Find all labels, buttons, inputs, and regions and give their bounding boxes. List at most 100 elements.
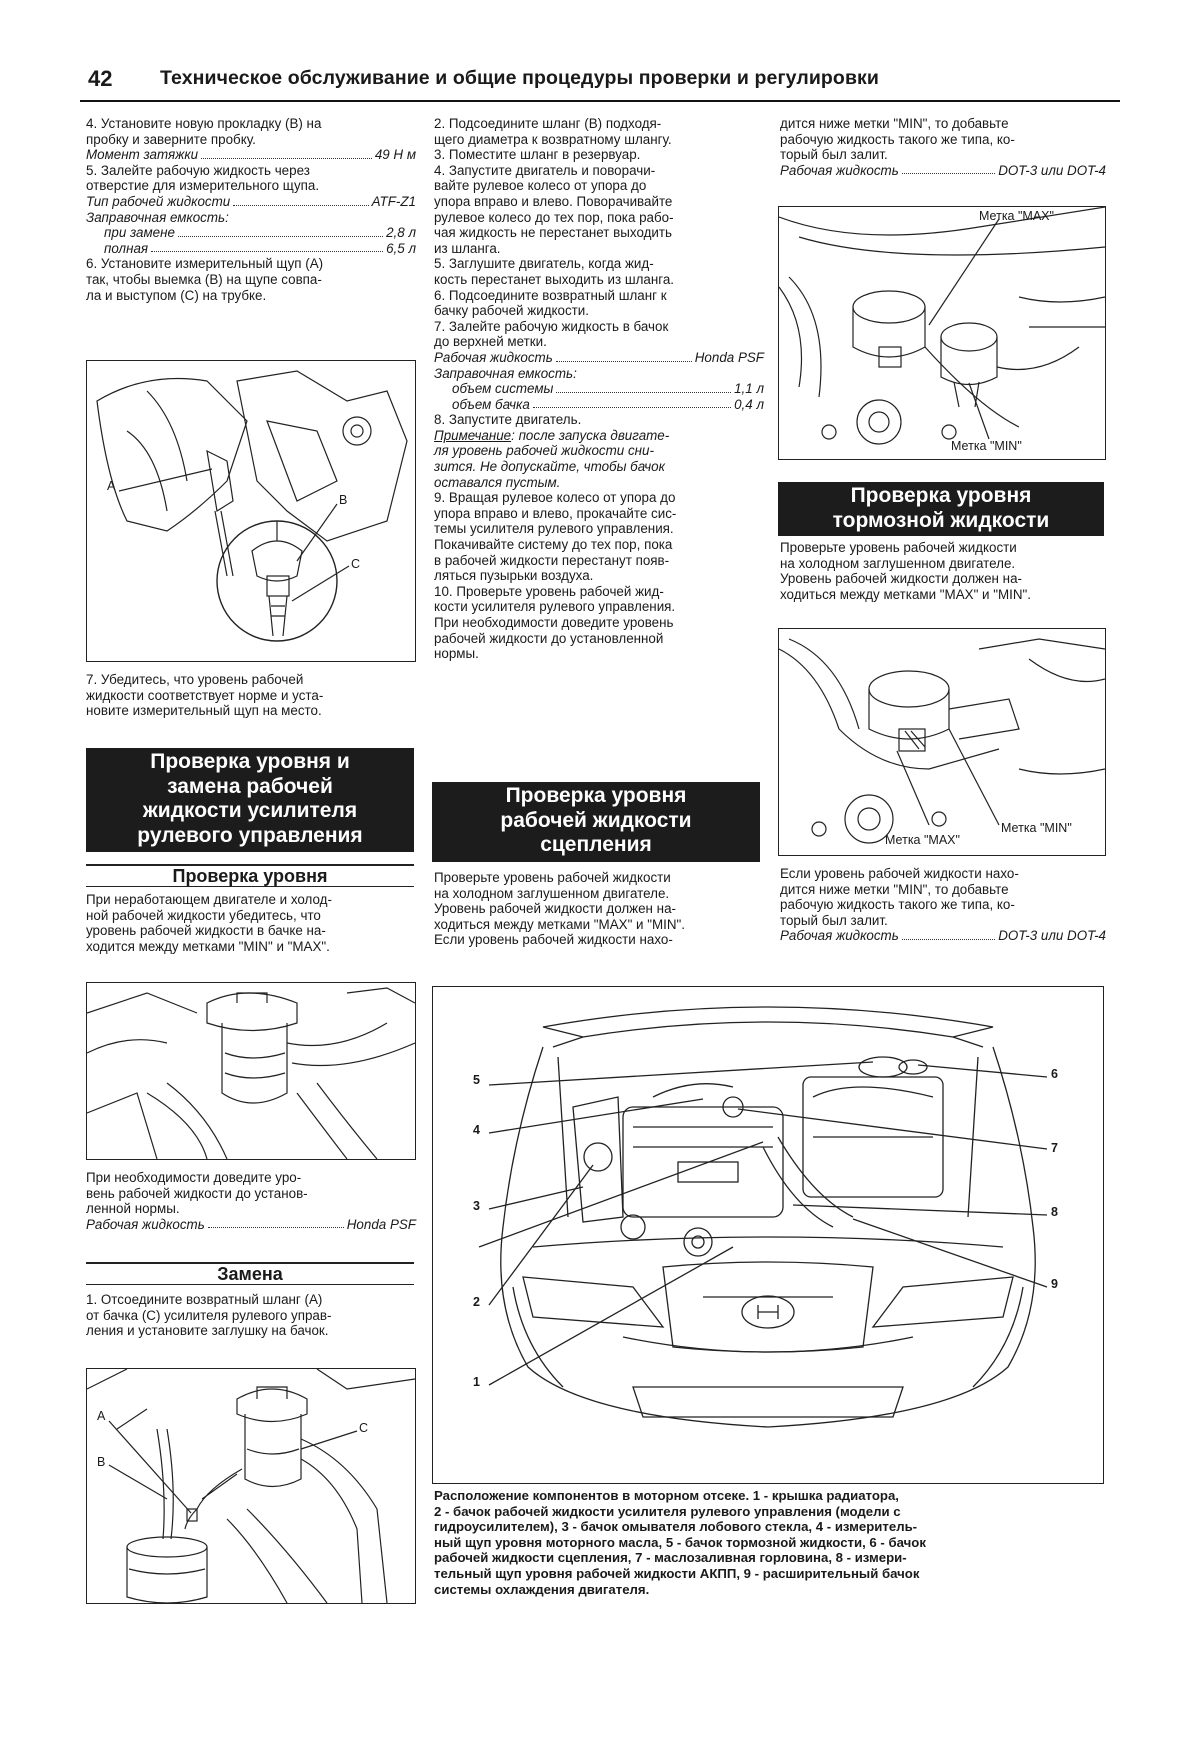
text-line: до верхней метки. [434,334,547,350]
text-line: Проверьте уровень рабочей жидкости [434,870,671,885]
clutch-reservoir-figure: Метка "MAX" Метка "MIN" [778,206,1106,460]
label-max: Метка "MAX" [979,209,1054,223]
label-a: A [97,1409,106,1423]
section-heading-steering: Проверка уровня и замена рабочей жидкост… [86,748,414,852]
callout-9: 9 [1051,1277,1058,1291]
text-line: Покачивайте систему до тех пор, пока [434,537,673,553]
col1-refill-text: При необходимости доведите уро- вень раб… [86,1170,416,1232]
label-min: Метка "MIN" [951,439,1022,453]
text-line: Если уровень рабочей жидкости нахо- [434,932,673,948]
label-c: C [351,557,361,571]
callout-7: 7 [1051,1141,1058,1155]
label-c: C [359,1421,369,1435]
caption-line: 2 - бачок рабочей жидкости усилителя рул… [434,1503,901,1519]
text-line: упора вправо и влево. Поворачивайте [434,193,673,209]
text-line: от бачка (С) усилителя рулевого управ- [86,1307,332,1323]
caption-line: гидроусилителем), 3 - бачок омывателя ло… [434,1519,918,1535]
text-line: 5. Залейте рабочую жидкость через [86,162,310,178]
text-line: чая жидкость не перестанет выходить [434,225,672,241]
col1-step7: 7. Убедитесь, что уровень рабочей жидкос… [86,672,416,719]
callout-2: 2 [473,1295,480,1309]
text-line: При неработающем двигателе и холод- [86,892,332,907]
subheading-replacement: Замена [86,1262,414,1285]
subheading-level-check: Проверка уровня [86,864,414,887]
label-b: B [339,493,348,507]
col3-brake-text: Проверьте уровень рабочей жидкости на хо… [780,540,1106,602]
text-line: 5. Заглушите двигатель, когда жид- [434,256,654,272]
text-line: дится ниже метки "MIN", то добавьте [780,881,1009,897]
text-line: 3. Поместите шланг в резервуар. [434,147,641,163]
text-line: 6. Установите измерительный щуп (А) [86,256,324,272]
caption-line: системы охлаждения двигателя. [434,1581,650,1597]
note-line: Примечание: после запуска двигате- [434,427,670,443]
caption-line: рабочей жидкости сцепления, 7 - маслозал… [434,1550,907,1566]
text-line: ла и выступом (С) на трубке. [86,287,267,303]
text-line: торый был залит. [780,147,888,163]
text-line: на холодном заглушенном двигателе. [780,555,1016,571]
text-line: 6. Подсоедините возвратный шланг к [434,287,667,303]
text-line: рабочую жидкость такого же типа, ко- [780,897,1015,913]
text-line: Уровень рабочей жидкости должен на- [780,571,1022,587]
text-line: ходиться между метками "MAX" и "MIN". [780,586,1032,602]
text-line: 4. Установите новую прокладку (В) на [86,116,322,131]
callout-5: 5 [473,1073,480,1087]
text-line: новите измерительный щуп на место. [86,703,322,719]
text-line: бачку рабочей жидкости. [434,303,589,319]
text-line: 4. Запустите двигатель и поворачи- [434,162,656,178]
text-line: ной рабочей жидкости убедитесь, что [86,907,321,923]
text-line: уровень рабочей жидкости в бачке на- [86,923,326,939]
col2-steps: 2. Подсоедините шланг (В) подходя- щего … [434,116,764,662]
dipstick-figure: A B C [86,360,416,662]
capacity-label: Заправочная емкость: [86,209,229,225]
label-b: B [97,1455,106,1469]
text-line: 7. Убедитесь, что уровень рабочей [86,672,304,687]
text-line: щего диаметра к возвратному шлангу. [434,131,672,147]
page-number: 42 [88,66,113,91]
text-line: из шланга. [434,240,501,256]
text-line: упора вправо и влево, прокачайте сис- [434,505,677,521]
text-line: ляться пузырьки воздуха. [434,568,594,584]
section-heading-brake: Проверка уровня тормозной жидкости [778,482,1104,536]
page-header: 42 Техническое обслуживание и общие проц… [80,66,1120,102]
text-line: вень рабочей жидкости до установ- [86,1185,308,1201]
note-line: зится. Не допускайте, чтобы бачок [434,459,665,475]
text-line: При необходимости доведите уровень [434,615,674,630]
label-max: Метка "MAX" [885,833,960,847]
col2-clutch-text: Проверьте уровень рабочей жидкости на хо… [434,870,764,948]
col1-replace-text: 1. Отсоедините возвратный шланг (А) от б… [86,1292,416,1339]
page-title: Техническое обслуживание и общие процеду… [160,67,879,89]
label-a: A [107,479,116,493]
text-line: пробку и заверните пробку. [86,131,256,147]
text-line: рулевое колесо до тех пор, пока рабо- [434,209,674,225]
text-line: рабочую жидкость такого же типа, ко- [780,131,1015,147]
brake-reservoir-figure: Метка "MAX" Метка "MIN" [778,628,1106,856]
caption-line: ный щуп уровня моторного масла, 5 - бачо… [434,1534,926,1550]
callout-4: 4 [473,1123,480,1137]
col1-step4: 4. Установите новую прокладку (В) на про… [86,116,416,303]
text-line: При необходимости доведите уро- [86,1170,302,1185]
col1-level-text: При неработающем двигателе и холод- ной … [86,892,416,954]
text-line: ленной нормы. [86,1201,180,1217]
callout-8: 8 [1051,1205,1058,1219]
text-line: Проверьте уровень рабочей жидкости [780,540,1017,555]
text-line: в рабочей жидкости перестанут появ- [434,552,670,568]
text-line: 8. Запустите двигатель. [434,412,582,428]
text-line: ходиться между метками "MAX" и "MIN". [434,916,686,932]
col3-top-text: дится ниже метки "MIN", то добавьте рабо… [780,116,1106,178]
caption-line: тельный щуп уровня рабочей жидкости АКПП… [434,1565,920,1581]
text-line: нормы. [434,646,479,662]
text-line: так, чтобы выемка (В) на щупе совпа- [86,271,322,287]
callout-6: 6 [1051,1067,1058,1081]
text-line: ления и установите заглушку на бачок. [86,1323,329,1339]
ps-reservoir-figure [86,982,416,1160]
text-line: ходится между метками "MIN" и "MAX". [86,938,330,954]
text-line: Если уровень рабочей жидкости нахо- [780,866,1019,881]
text-line: отверстие для измерительного щупа. [86,178,320,194]
